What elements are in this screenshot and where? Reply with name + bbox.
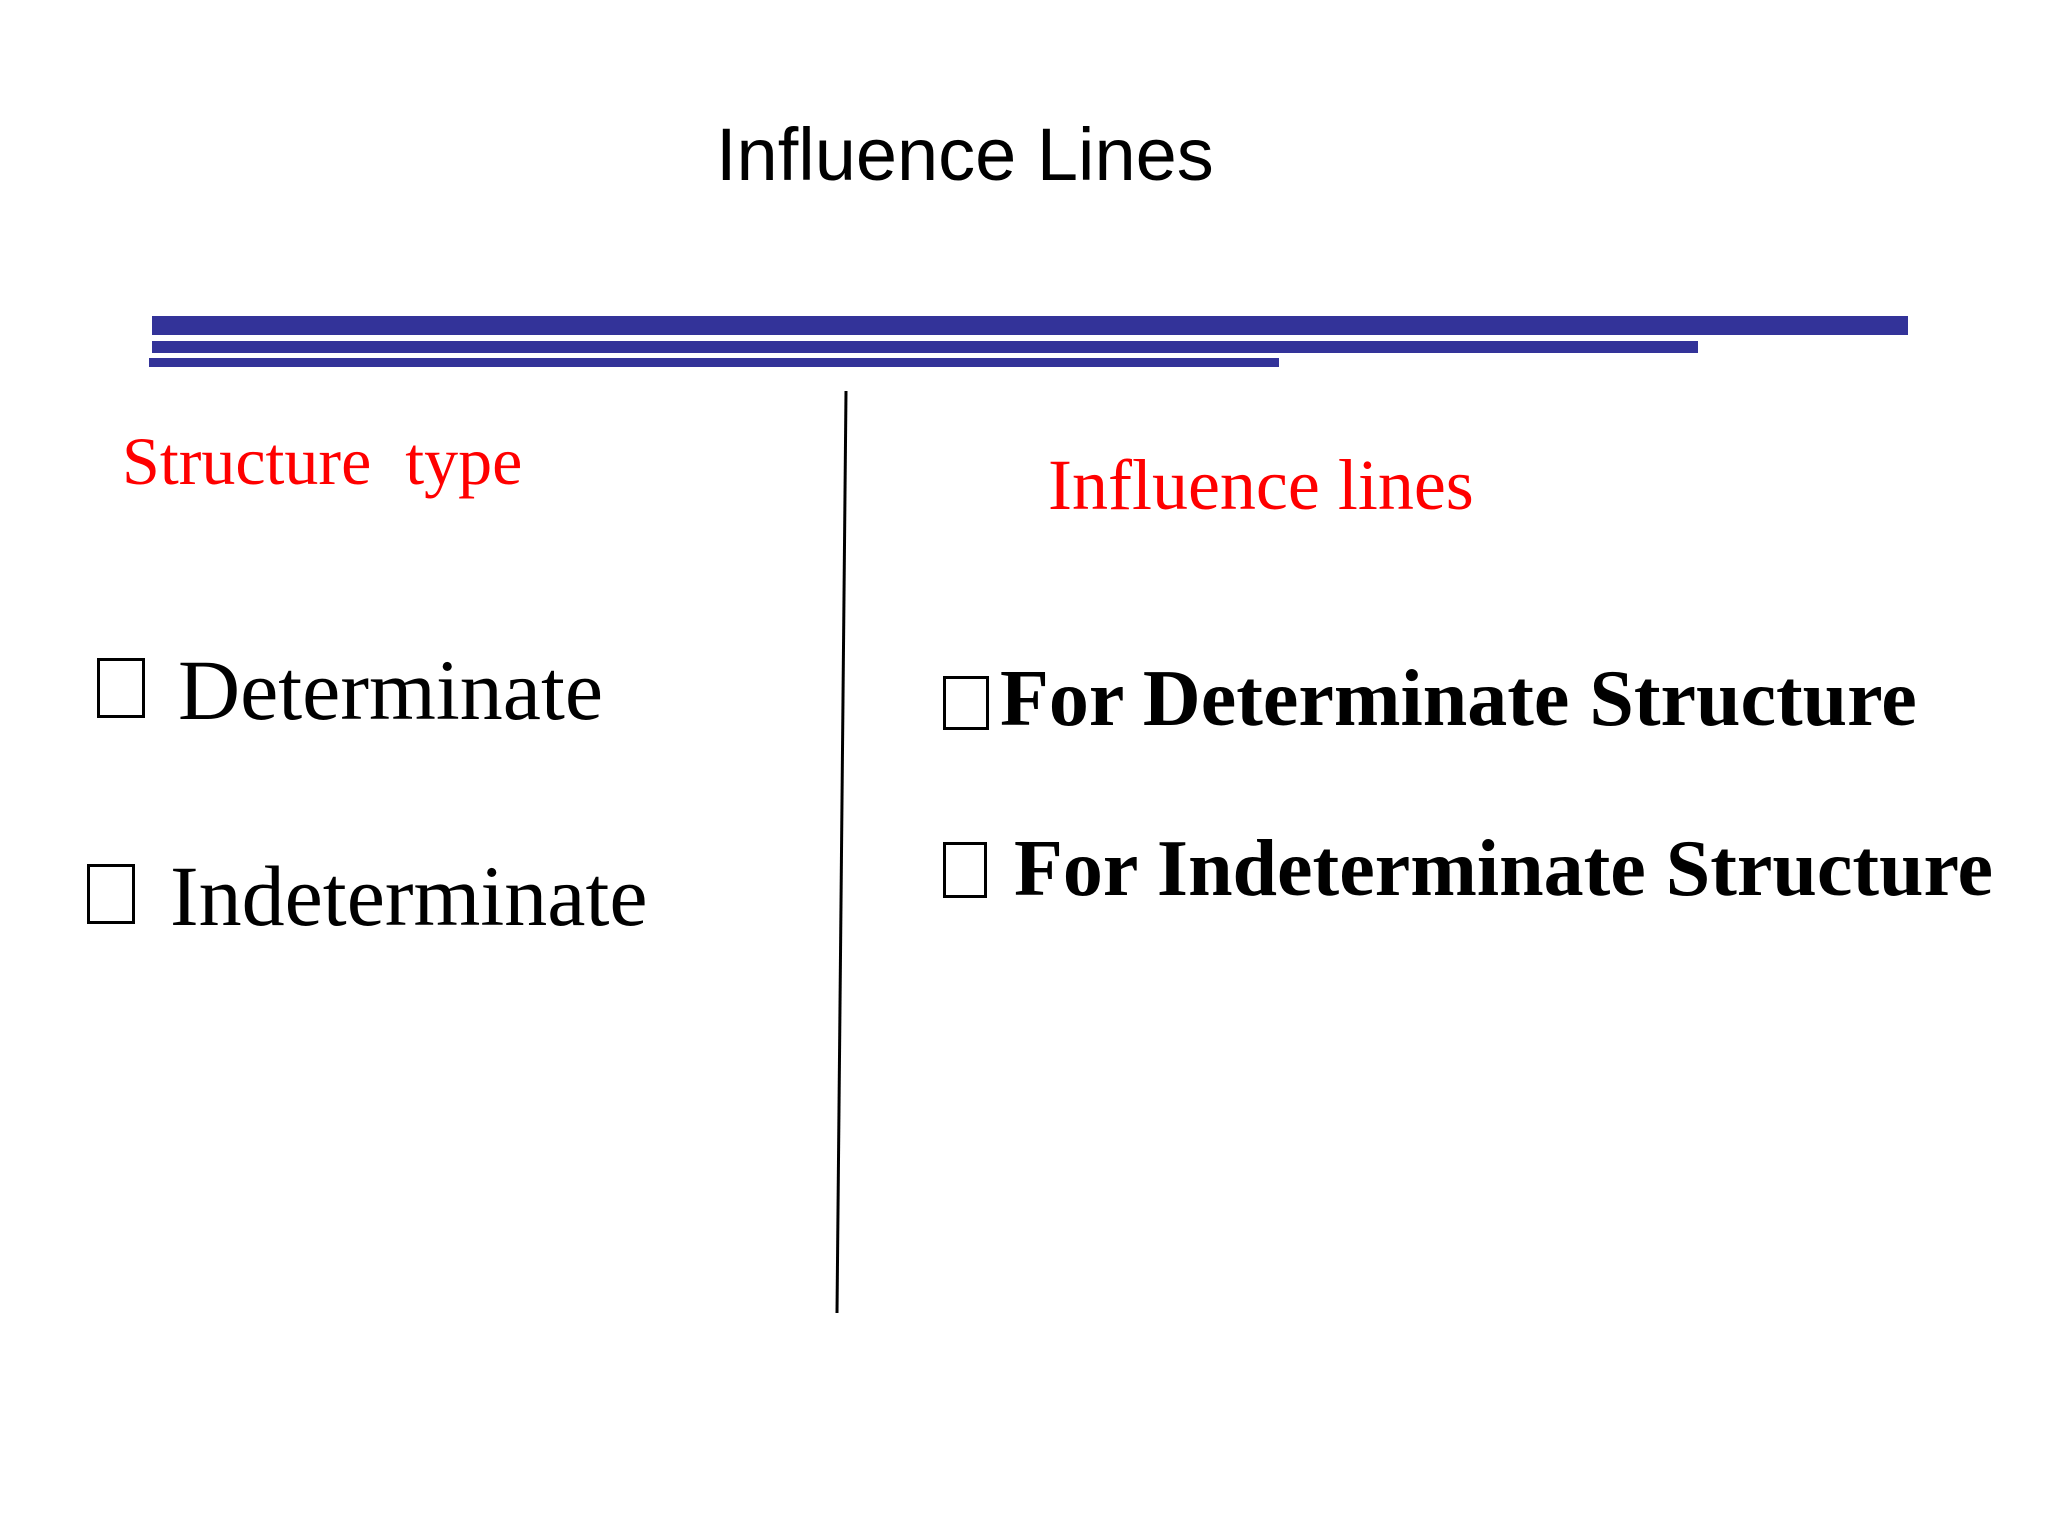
left-column-heading: Structure type (122, 423, 523, 499)
hollow-square-bullet-icon (943, 842, 987, 898)
hollow-square-bullet-icon (87, 864, 135, 924)
right-column-heading: Influence lines (1048, 445, 1474, 525)
divider-bar-bottom (149, 358, 1279, 367)
hollow-square-bullet-icon (97, 658, 145, 718)
hollow-square-bullet-icon (943, 676, 989, 730)
divider-bar-middle (152, 341, 1698, 353)
slide-title: Influence Lines (716, 113, 1214, 196)
left-bullet-determinate: Determinate (178, 642, 604, 738)
right-bullet-for-determinate-structure: For Determinate Structure (1000, 655, 1917, 743)
right-bullet-for-indeterminate-structure: For Indeterminate Structure (1014, 825, 1994, 913)
left-bullet-indeterminate: Indeterminate (170, 848, 648, 944)
vertical-divider-line (835, 390, 848, 1314)
divider-bar-top (152, 316, 1908, 335)
